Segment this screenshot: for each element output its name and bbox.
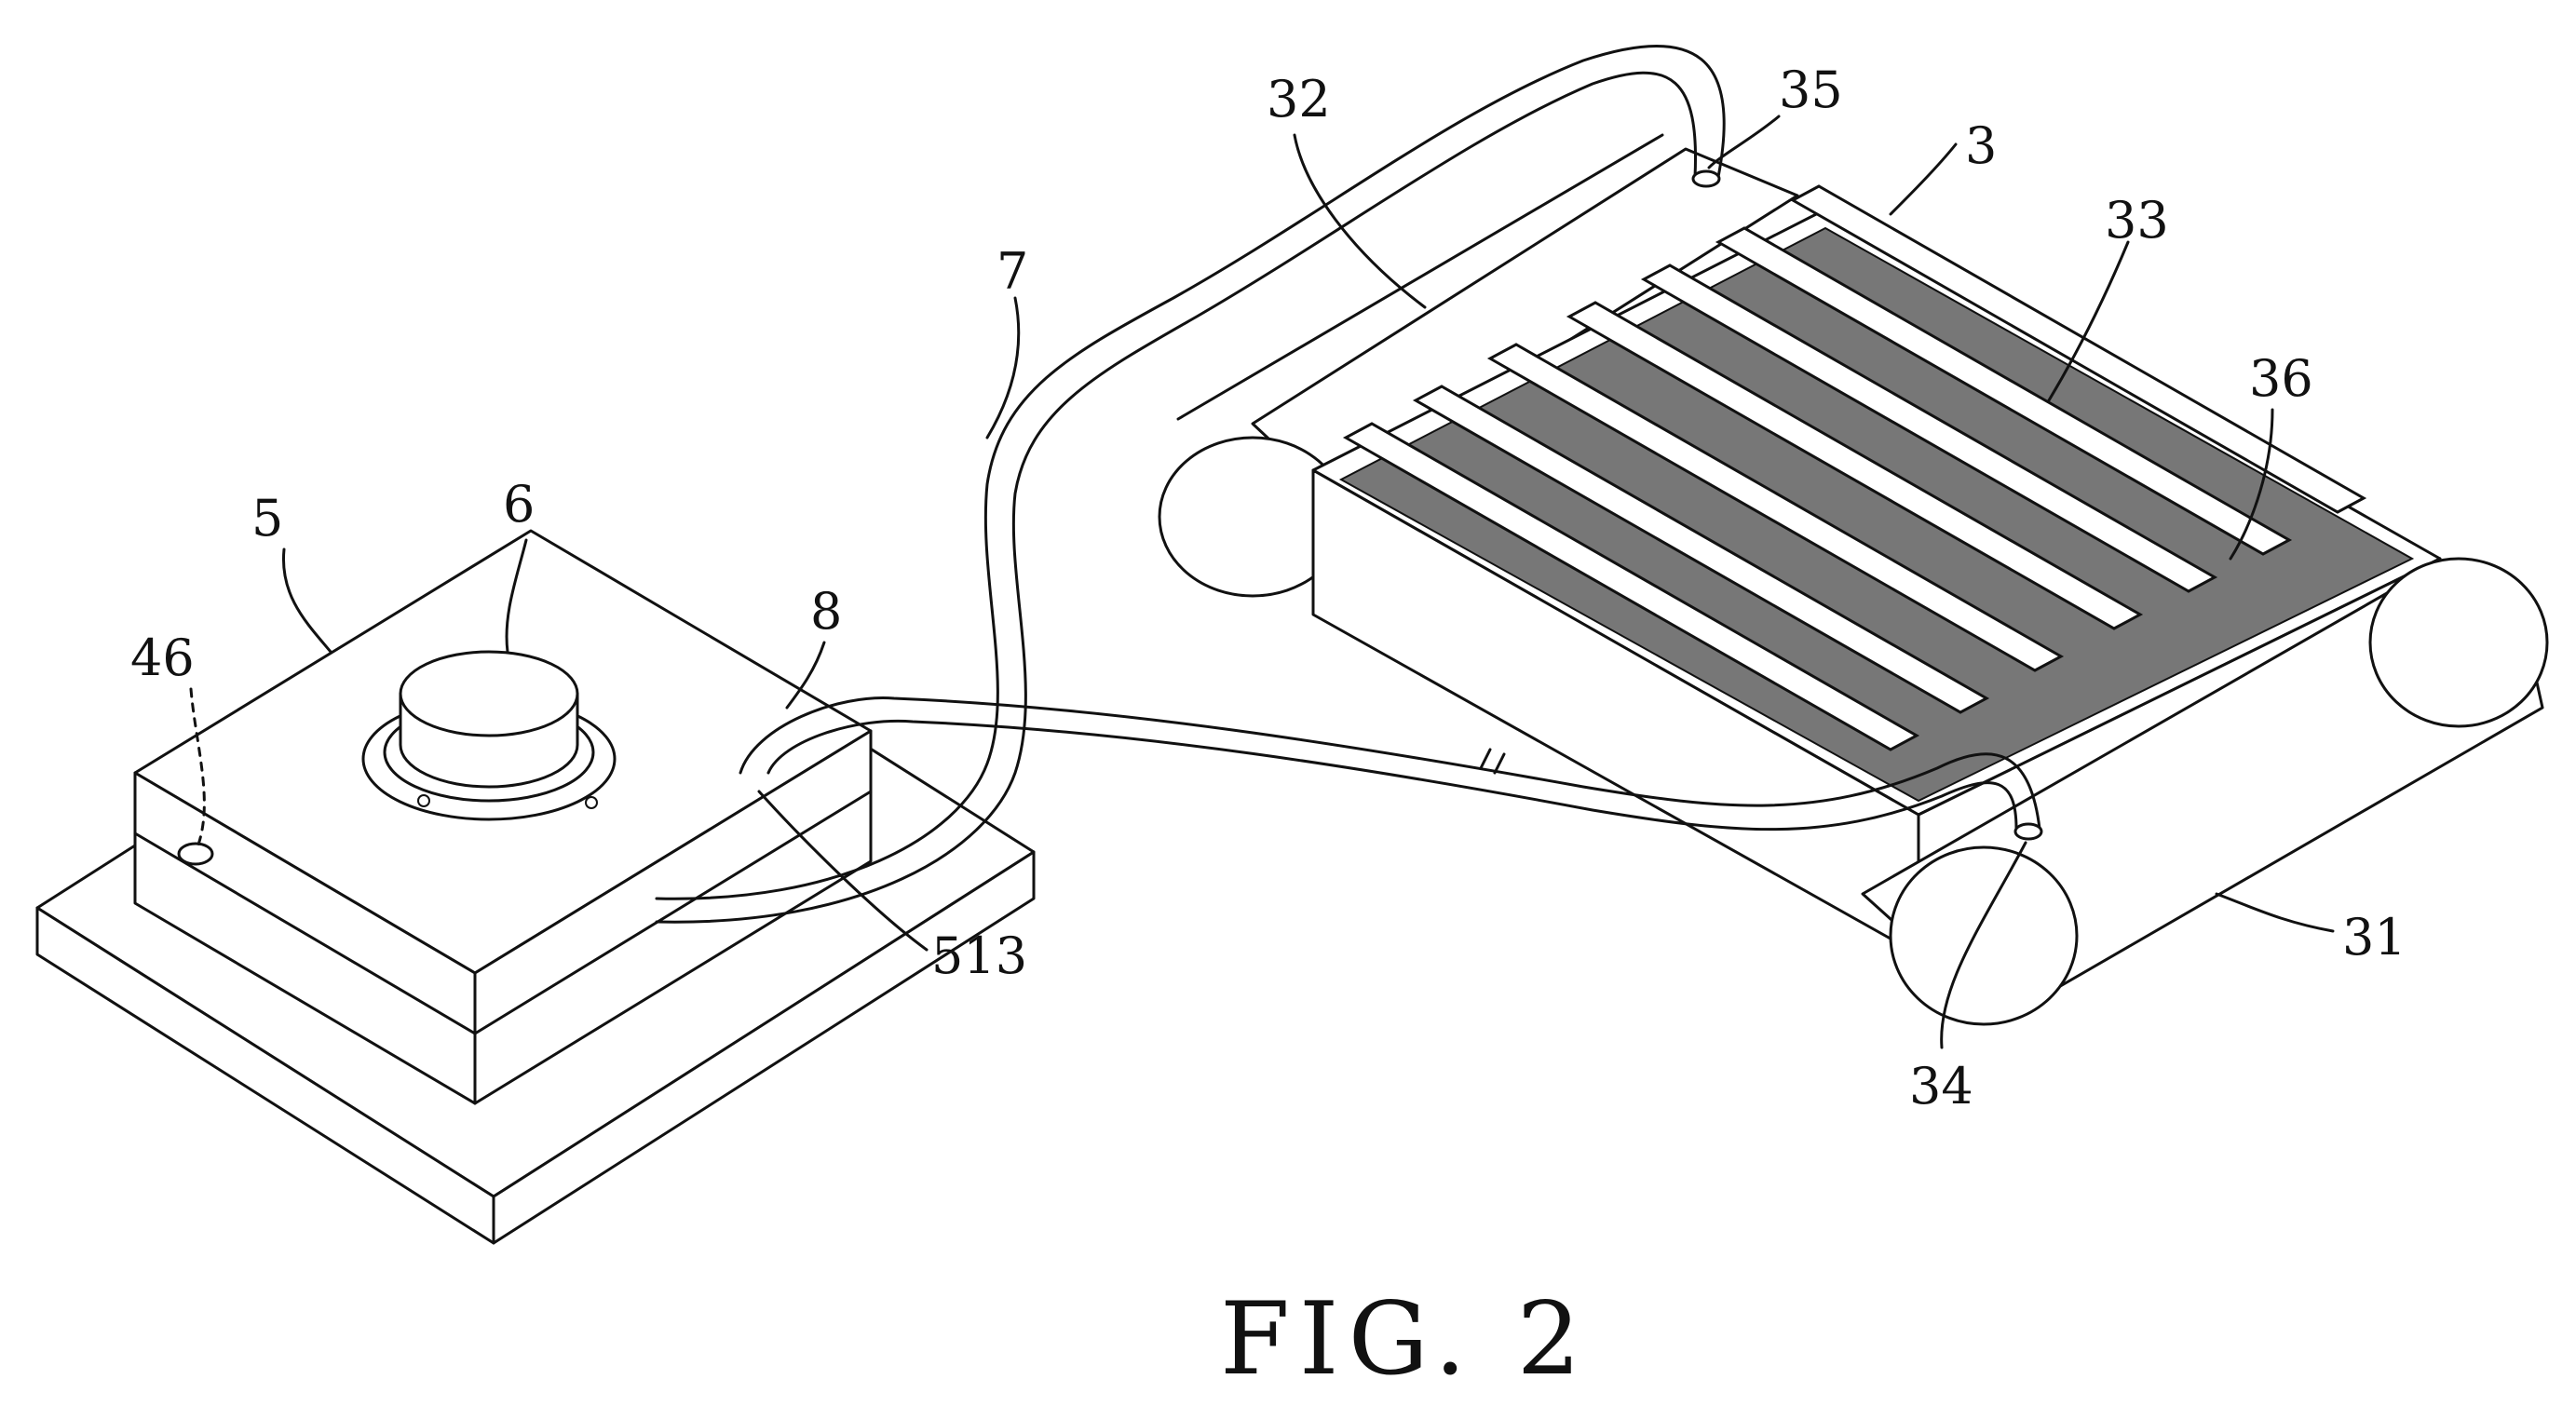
label-7: 7 — [997, 242, 1028, 301]
figure-caption: FIG. 2 — [1220, 1281, 1590, 1398]
pump — [361, 650, 617, 821]
label-3: 3 — [1965, 116, 1997, 175]
label-46: 46 — [130, 629, 195, 687]
tube-7 — [655, 44, 1726, 924]
label-36: 36 — [2249, 349, 2313, 408]
label-513: 513 — [931, 926, 1027, 985]
label-32: 32 — [1267, 70, 1331, 128]
label-35: 35 — [1779, 61, 1843, 119]
label-33: 33 — [2105, 191, 2169, 250]
label-31: 31 — [2342, 908, 2407, 967]
leader-lines — [189, 115, 2335, 1049]
label-6: 6 — [503, 475, 535, 534]
label-34: 34 — [1909, 1057, 1973, 1115]
screw-hole-icon — [177, 842, 214, 866]
reference-labels: 5 6 46 8 7 513 32 35 3 33 36 31 34 — [130, 61, 2407, 1115]
label-8: 8 — [810, 582, 842, 641]
tube-8 — [739, 696, 2043, 841]
label-5: 5 — [251, 489, 283, 548]
radiator — [1158, 133, 2549, 1026]
